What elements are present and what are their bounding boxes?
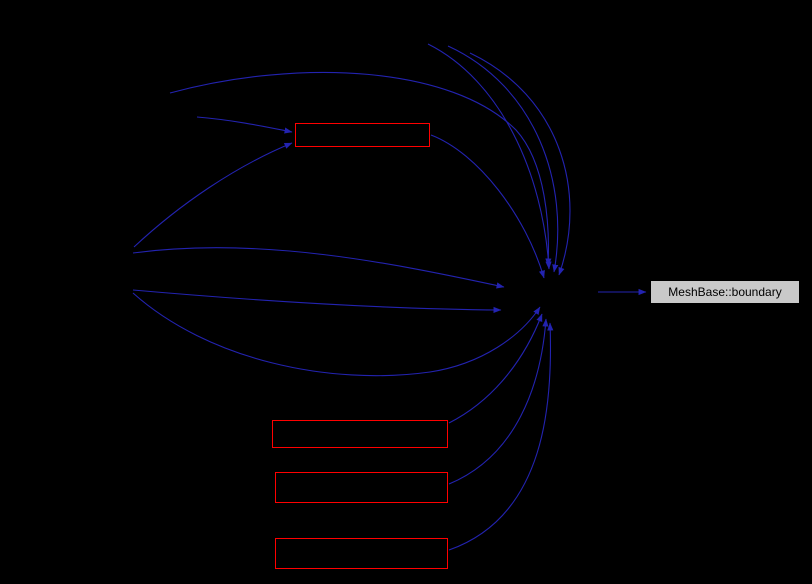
call-edge — [447, 45, 559, 273]
call-edge — [448, 313, 543, 424]
call-edge — [132, 292, 541, 377]
caller-node-bottom-2[interactable] — [275, 472, 448, 503]
call-edge — [132, 247, 505, 289]
call-edge — [427, 43, 552, 270]
caller-node-bottom-3[interactable] — [275, 538, 448, 569]
call-edge — [132, 289, 502, 314]
focus-node-label: MeshBase::boundary — [668, 285, 782, 299]
focus-node: MeshBase::boundary — [650, 280, 800, 304]
call-edge — [469, 52, 571, 276]
call-edge — [196, 116, 293, 134]
call-edge — [448, 318, 549, 485]
call-edge — [169, 71, 552, 267]
caller-node-bottom-1[interactable] — [272, 420, 448, 448]
call-edge — [430, 134, 545, 279]
caller-node-top[interactable] — [295, 123, 430, 147]
call-edge — [133, 142, 293, 248]
call-edge — [448, 322, 554, 551]
